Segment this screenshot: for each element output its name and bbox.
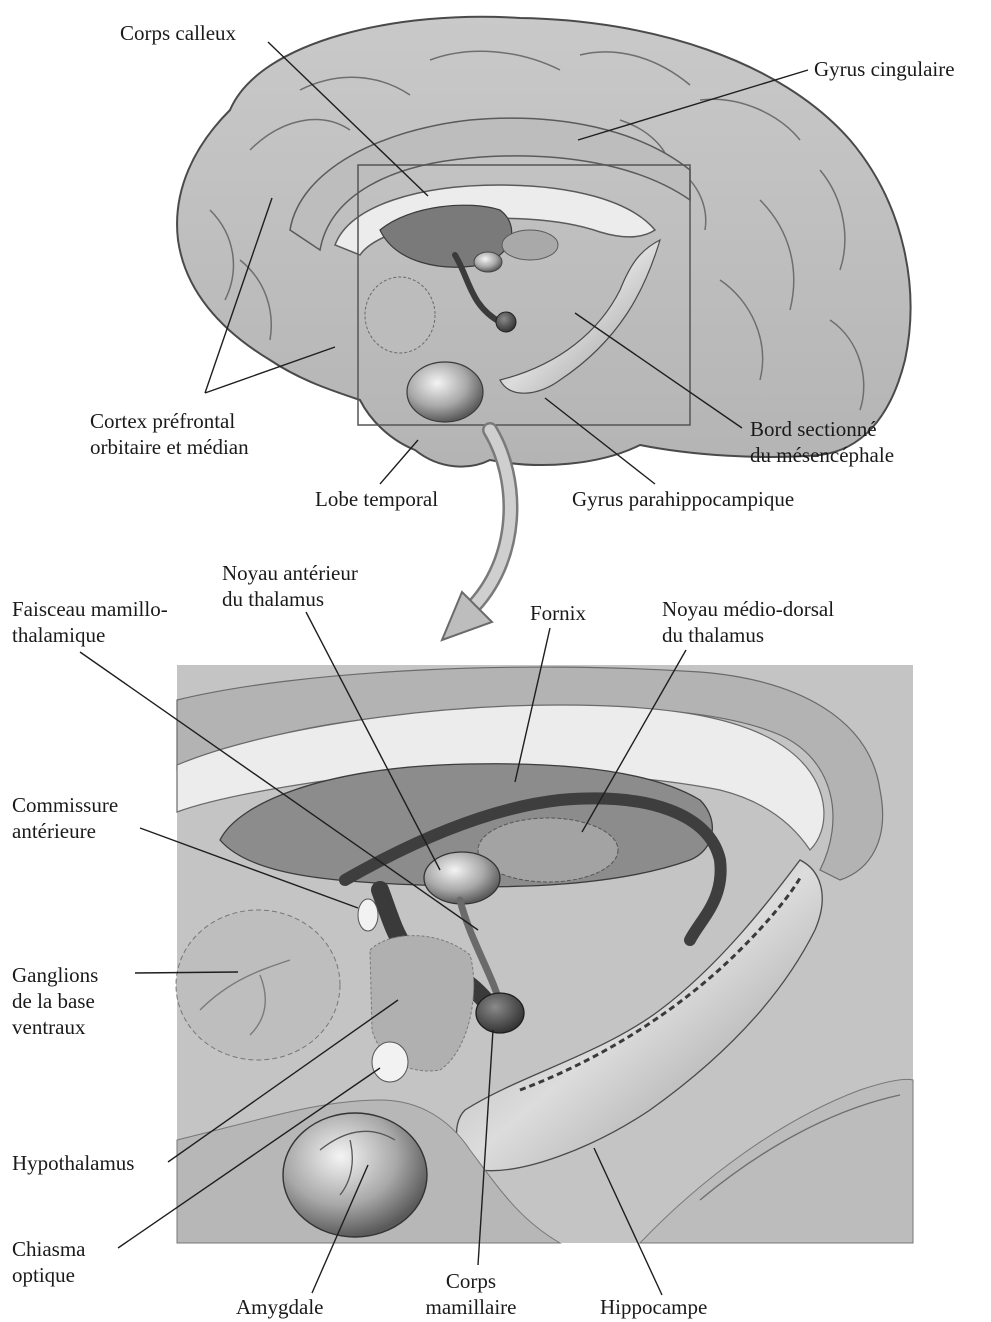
label-faisceau-line2: thalamique: [12, 622, 168, 648]
label-hypothalamus: Hypothalamus: [12, 1150, 134, 1176]
label-noyau-medio-dorsal: Noyau médio-dorsal du thalamus: [662, 596, 834, 648]
label-chiasma-line1: Chiasma: [12, 1236, 86, 1262]
top-brain-illustration: [177, 17, 910, 467]
label-fornix: Fornix: [530, 600, 586, 626]
label-noyau-medio-dorsal-line1: Noyau médio-dorsal: [662, 596, 834, 622]
label-ganglions-line2: de la base: [12, 988, 98, 1014]
enlarged-amygdala: [283, 1113, 427, 1237]
label-bord-sectionne-line2: du mésencéphale: [750, 442, 894, 468]
label-lobe-temporal: Lobe temporal: [315, 486, 438, 512]
label-gyrus-cingulaire: Gyrus cingulaire: [814, 56, 955, 82]
label-corps-mamillaire: Corps mamillaire: [410, 1268, 532, 1320]
top-medio-dorsal: [502, 230, 558, 260]
leader-ganglions: [135, 972, 238, 973]
label-cortex-prefrontal-line2: orbitaire et médian: [90, 434, 249, 460]
label-ganglions-base: Ganglions de la base ventraux: [12, 962, 98, 1040]
label-gyrus-parahippocampique: Gyrus parahippocampique: [572, 486, 794, 512]
leader-lobe-temporal: [380, 440, 418, 484]
label-bord-sectionne-line1: Bord sectionné: [750, 416, 894, 442]
label-noyau-anterieur-line2: du thalamus: [222, 586, 358, 612]
label-ganglions-line3: ventraux: [12, 1014, 98, 1040]
label-noyau-medio-dorsal-line2: du thalamus: [662, 622, 834, 648]
label-commissure-line2: antérieure: [12, 818, 118, 844]
label-chiasma-line2: optique: [12, 1262, 86, 1288]
top-anterior-nucleus: [474, 252, 502, 272]
bottom-enlarged-illustration: [176, 665, 913, 1243]
enlarged-optic-chiasm: [372, 1042, 408, 1082]
label-faisceau-mamillo-thalamique: Faisceau mamillo- thalamique: [12, 596, 168, 648]
top-basal-ganglia: [365, 277, 435, 353]
label-commissure-anterieure: Commissure antérieure: [12, 792, 118, 844]
label-corps-mamillaire-line2: mamillaire: [410, 1294, 532, 1320]
label-faisceau-line1: Faisceau mamillo-: [12, 596, 168, 622]
top-mammillary: [496, 312, 516, 332]
label-ganglions-line1: Ganglions: [12, 962, 98, 988]
label-bord-sectionne: Bord sectionné du mésencéphale: [750, 416, 894, 468]
label-chiasma-optique: Chiasma optique: [12, 1236, 86, 1288]
enlarged-mammillary-body: [476, 993, 524, 1033]
enlarged-anterior-commissure: [358, 899, 378, 931]
label-amygdale: Amygdale: [236, 1294, 323, 1320]
label-hippocampe: Hippocampe: [600, 1294, 707, 1320]
top-amygdala: [407, 362, 483, 422]
label-corps-calleux: Corps calleux: [120, 20, 236, 46]
label-noyau-anterieur: Noyau antérieur du thalamus: [222, 560, 358, 612]
enlarged-basal-ganglia: [176, 910, 340, 1060]
label-noyau-anterieur-line1: Noyau antérieur: [222, 560, 358, 586]
label-corps-mamillaire-line1: Corps: [410, 1268, 532, 1294]
label-commissure-line1: Commissure: [12, 792, 118, 818]
label-cortex-prefrontal: Cortex préfrontal orbitaire et médian: [90, 408, 249, 460]
label-cortex-prefrontal-line1: Cortex préfrontal: [90, 408, 249, 434]
